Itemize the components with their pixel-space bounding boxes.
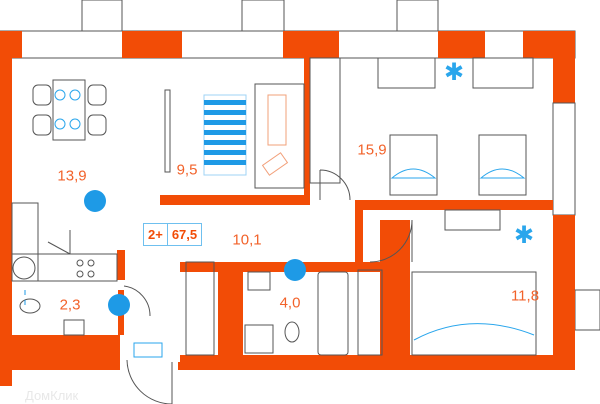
plant-icon: ✱ [444, 59, 464, 86]
partition-wall [355, 210, 363, 265]
washbasin [63, 319, 85, 336]
chair [32, 114, 52, 136]
pillow [479, 168, 526, 179]
cushion [267, 94, 287, 146]
burner [87, 270, 95, 278]
pillow [390, 168, 437, 179]
plumbing-icon [84, 190, 106, 212]
sink [12, 256, 36, 280]
chair [32, 84, 52, 106]
right-wall [553, 290, 575, 370]
desk [444, 209, 501, 231]
desk [377, 57, 436, 89]
area-hallway: 10,1 [232, 231, 262, 249]
area-bedroom-1: 15,9 [357, 141, 387, 159]
wardrobe [357, 269, 383, 356]
tv-stand [164, 89, 171, 173]
window [241, 0, 285, 32]
watermark-logo: ДомКлик [25, 388, 79, 403]
window [396, 0, 439, 32]
partition-wall [117, 250, 125, 280]
partition-wall [180, 262, 380, 272]
burner [87, 259, 95, 267]
plumbing-icon [108, 294, 130, 316]
right-wall [553, 31, 575, 103]
entrance-door [126, 359, 173, 404]
partition-wall [178, 362, 182, 370]
washing-machine [244, 324, 274, 354]
total-area: 67,5 [166, 224, 201, 245]
apartment-badge: 2+ 67,5 [143, 223, 203, 246]
bathtub [317, 271, 349, 356]
partition-wall [304, 58, 310, 198]
wall [122, 31, 182, 58]
partition-wall [380, 220, 410, 360]
chair [87, 114, 107, 136]
striped-rug [203, 94, 247, 176]
plant-icon: ✱ [514, 222, 534, 249]
plate [54, 118, 66, 130]
window [552, 102, 576, 216]
area-bedroom-2: 11,8 [510, 287, 540, 305]
doormat [133, 342, 163, 358]
bottom-wall [0, 335, 120, 370]
rooms-label: 2+ [148, 227, 163, 242]
plumbing-icon [284, 259, 306, 281]
bed [389, 134, 438, 196]
plate [69, 89, 81, 101]
kitchen-counter [11, 253, 118, 282]
bed [478, 134, 527, 196]
door [123, 285, 151, 317]
door [319, 169, 351, 201]
area-kitchen: 13,9 [57, 167, 87, 185]
toilet [284, 321, 300, 343]
plate [69, 118, 81, 130]
area-toilet: 2,3 [59, 296, 81, 314]
dining-table [52, 79, 86, 141]
door [369, 219, 413, 263]
partition-wall [160, 195, 310, 205]
cushion [261, 152, 289, 176]
kitchen-counter [11, 202, 39, 282]
sofa [254, 83, 305, 189]
window [81, 0, 123, 32]
area-bathroom: 4,0 [279, 294, 301, 312]
partition-wall [355, 200, 553, 210]
right-wall [553, 215, 575, 290]
wall [438, 31, 485, 58]
burner [76, 259, 84, 267]
toilet [19, 298, 41, 314]
blanket [413, 323, 535, 341]
washbasin [247, 271, 271, 291]
bottom-wall [180, 355, 575, 370]
wardrobe [309, 57, 341, 184]
plate [54, 89, 66, 101]
left-wall [0, 31, 12, 386]
door [47, 230, 71, 255]
wall [283, 31, 339, 58]
burner [76, 270, 84, 278]
bed [411, 271, 537, 356]
wardrobe [185, 261, 215, 356]
chair [87, 84, 107, 106]
window [574, 289, 600, 331]
area-living: 9,5 [176, 161, 198, 179]
desk [472, 57, 534, 89]
partition-wall [218, 262, 243, 362]
